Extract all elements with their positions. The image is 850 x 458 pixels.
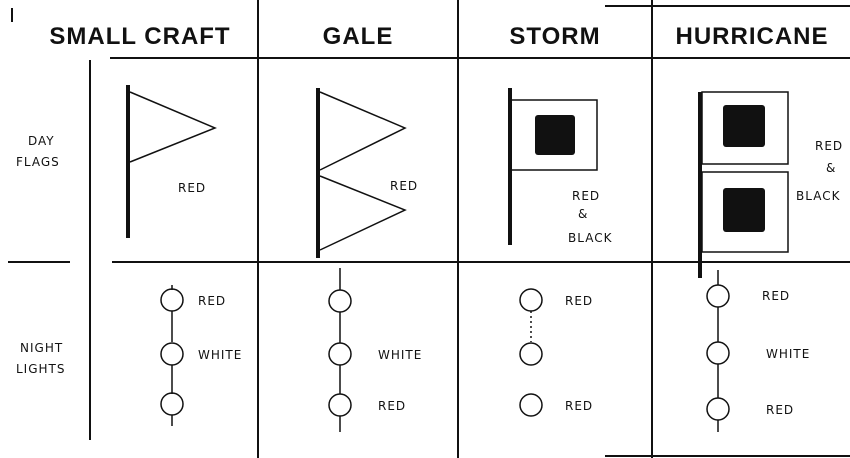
hurricane-square-flags (698, 91, 789, 278)
storm-flag-color-2: & (578, 207, 588, 221)
storm-square-flag (508, 88, 598, 245)
row-label-night: NIGHT (20, 341, 63, 355)
small-craft-light-2: WHITE (198, 348, 242, 362)
hurricane-light-2: WHITE (766, 347, 810, 361)
storm-flag-color-1: RED (572, 189, 600, 203)
table-grid (8, 0, 850, 458)
hurricane-light-1: RED (762, 289, 790, 303)
gale-light-2: WHITE (378, 348, 422, 362)
header-small-craft: SMALL CRAFT (49, 23, 230, 50)
header-storm: STORM (509, 23, 600, 50)
small-craft-pennant (126, 85, 217, 238)
row-label-lights: LIGHTS (16, 362, 66, 376)
small-craft-light-1: RED (198, 294, 226, 308)
row-label-day: DAY (28, 134, 55, 148)
hurricane-light-3: RED (766, 403, 794, 417)
header-gale: GALE (323, 23, 394, 50)
gale-pennants (316, 88, 407, 258)
storm-lights (519, 288, 543, 417)
hurricane-flag-color-2: & (826, 161, 836, 175)
row-label-flags: FLAGS (16, 155, 60, 169)
small-craft-lights (160, 285, 184, 426)
storm-light-3: RED (565, 399, 593, 413)
storm-light-1: RED (565, 294, 593, 308)
gale-flag-color: RED (390, 179, 418, 193)
hurricane-lights (706, 270, 730, 432)
gale-lights (328, 268, 352, 432)
hurricane-flag-color-1: RED (815, 139, 843, 153)
gale-light-3: RED (378, 399, 406, 413)
header-hurricane: HURRICANE (676, 23, 829, 50)
storm-flag-color-3: BLACK (568, 231, 613, 245)
hurricane-flag-color-3: BLACK (796, 189, 841, 203)
small-craft-flag-color: RED (178, 181, 206, 195)
